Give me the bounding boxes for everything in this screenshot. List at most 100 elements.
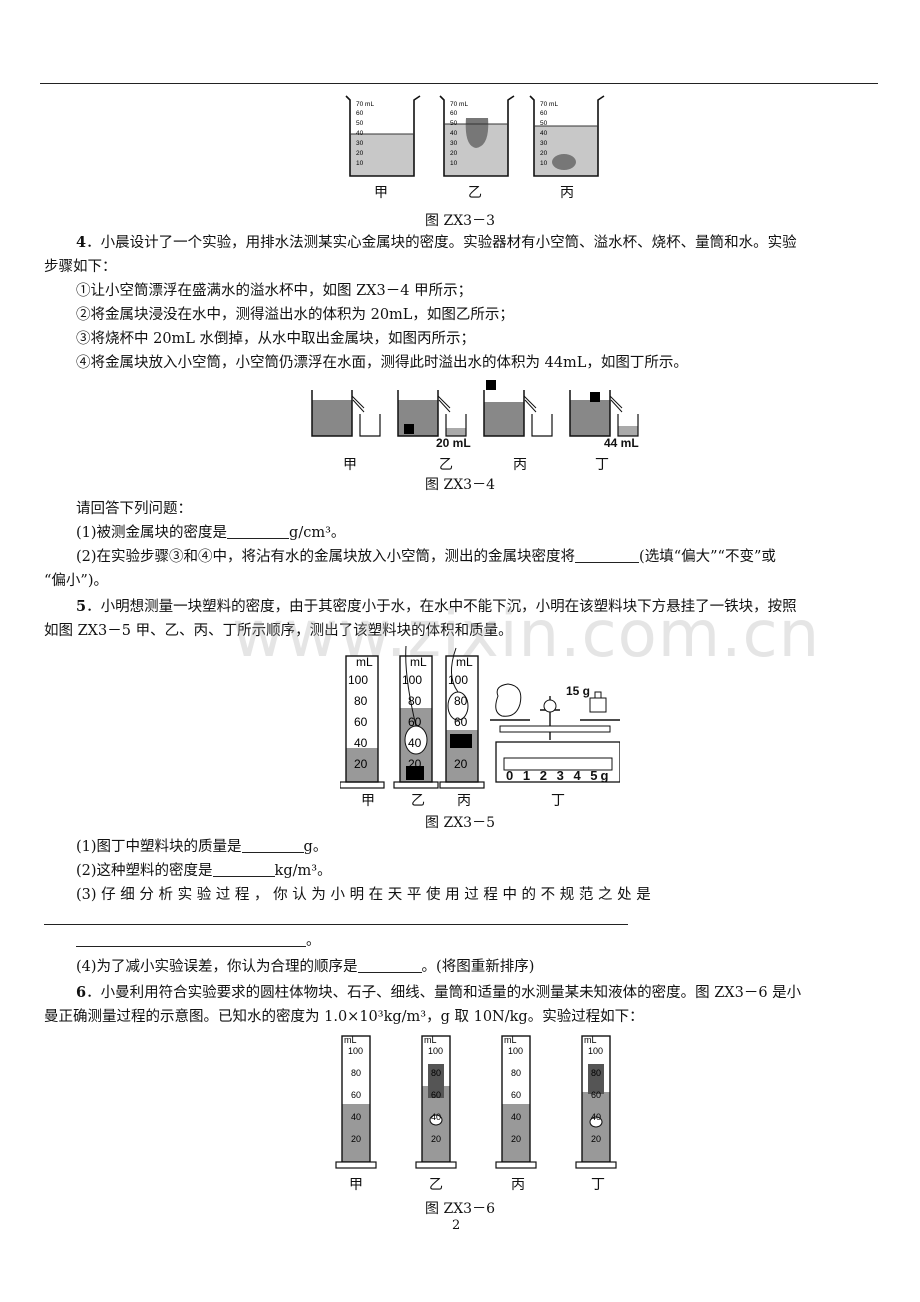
answer-blank[interactable] xyxy=(575,548,640,563)
figure-zx3-6: mL10080604020mL10080604020mL10080604020m… xyxy=(335,1035,617,1169)
q6-line1: 6．小曼利用符合实验要求的圆柱体物块、石子、细线、量筒和适量的水测量某未知液体的… xyxy=(76,984,802,1001)
answer-blank[interactable] xyxy=(227,524,290,539)
q4-vol-d: 44 mL xyxy=(604,436,639,450)
answer-blank[interactable] xyxy=(241,838,304,853)
answer-blank[interactable] xyxy=(212,862,275,877)
q5-line2: 如图 ZX3－5 甲、乙、丙、丁所示顺序，测出了该塑料块的体积和质量。 xyxy=(44,623,513,639)
beaker-tick-label: 10 xyxy=(450,160,458,167)
beaker-tick-label: 40 xyxy=(540,130,548,137)
balance-scale-labels: 0 1 2 3 4 5g xyxy=(506,768,612,783)
cylinder-tick-label: 40 xyxy=(431,1112,441,1122)
balance-ding xyxy=(490,683,620,783)
answer-blank[interactable] xyxy=(76,932,306,947)
fig6-label-jia: 甲 xyxy=(349,1177,363,1193)
q4-step3: ③将烧杯中 20mL 水倒掉，从水中取出金属块，如图丙所示； xyxy=(76,331,476,347)
q4-step1: ①让小空筒漂浮在盛满水的溢水杯中，如图 ZX3－4 甲所示； xyxy=(76,283,473,299)
cylinder-tick-label: 60 xyxy=(454,715,468,729)
cylinder-tick-label: 40 xyxy=(454,736,468,750)
cylinder-tick-label: 80 xyxy=(354,694,368,708)
fig5-label-bing: 丙 xyxy=(457,793,471,809)
beaker-tick-label: 10 xyxy=(356,160,364,167)
beaker-tick-label: 10 xyxy=(540,160,548,167)
cylinder-tick-label: 80 xyxy=(431,1068,441,1078)
beaker-tick-label: 60 xyxy=(540,110,548,117)
beaker-yi xyxy=(439,95,515,177)
watermark: www.zixin.com.cn xyxy=(232,598,821,672)
q5-sub3-line2: 。 xyxy=(76,930,321,952)
beaker-tick-label: 40 xyxy=(450,130,458,137)
beaker-tick-label: 60 xyxy=(450,110,458,117)
cylinder-unit-label: mL xyxy=(410,655,427,669)
cylinder-tick-label: 40 xyxy=(591,1112,601,1122)
page-number: 2 xyxy=(452,1218,461,1233)
cylinder-tick-label: 60 xyxy=(511,1090,521,1100)
cylinder-bing xyxy=(439,647,485,789)
cylinder-jia xyxy=(340,655,385,789)
beaker-unit-label: 70 mL xyxy=(540,101,558,108)
q4-vol-b: 20 mL xyxy=(436,436,471,450)
cylinder-unit-label: mL xyxy=(344,1035,357,1045)
cylinder6-yi xyxy=(415,1035,457,1169)
cylinder-unit-label: mL xyxy=(504,1035,517,1045)
fig6-label-bing: 丙 xyxy=(511,1177,525,1193)
q5-sub4: (4)为了减小实验误差，你认为合理的顺序是。(将图重新排序) xyxy=(76,958,535,975)
q6-line2: 曼正确测量过程的示意图。已知水的密度为 1.0×10³kg/m³，g 取 10N… xyxy=(44,1009,644,1025)
cylinder-tick-label: 20 xyxy=(354,757,368,771)
beaker-tick-label: 40 xyxy=(356,130,364,137)
fig3-label-jia: 甲 xyxy=(374,185,388,201)
q5-weight-label: 15 g xyxy=(566,684,591,698)
cylinder-tick-label: 80 xyxy=(511,1068,521,1078)
fig5-label-ding: 丁 xyxy=(551,793,565,809)
fig4-caption: 图 ZX3－4 xyxy=(425,477,495,493)
figure-zx3-4 xyxy=(311,380,639,437)
q4-answer-prompt: 请回答下列问题： xyxy=(76,501,192,517)
cylinder-tick-label: 100 xyxy=(402,673,422,687)
fig5-caption: 图 ZX3－5 xyxy=(425,815,495,831)
cylinder-tick-label: 40 xyxy=(351,1112,361,1122)
cylinder6-ding xyxy=(575,1035,617,1169)
q4-intro-line1: 4．小晨设计了一个实验，用排水法测某实心金属块的密度。实验器材有小空筒、溢水杯、… xyxy=(76,234,797,251)
cylinder-tick-label: 80 xyxy=(591,1068,601,1078)
fig4-label-bing: 丙 xyxy=(513,457,527,473)
fig5-label-yi: 乙 xyxy=(411,793,425,809)
cylinder-yi xyxy=(393,646,439,789)
fig4-label-ding: 丁 xyxy=(595,457,609,473)
cylinder-tick-label: 20 xyxy=(511,1134,521,1144)
fig6-label-ding: 丁 xyxy=(591,1177,605,1193)
header-rule xyxy=(40,83,878,84)
overflow-cup-ding xyxy=(569,390,639,437)
cylinder-tick-label: 40 xyxy=(354,736,368,750)
fig5-label-jia: 甲 xyxy=(361,793,375,809)
cylinder-unit-label: mL xyxy=(584,1035,597,1045)
cylinder-tick-label: 20 xyxy=(591,1134,601,1144)
beaker-tick-label: 20 xyxy=(540,150,548,157)
cylinder-tick-label: 80 xyxy=(454,694,468,708)
cylinder-tick-label: 40 xyxy=(511,1112,521,1122)
fig3-label-bing: 丙 xyxy=(560,185,574,201)
fig3-caption: 图 ZX3－3 xyxy=(425,213,495,229)
cylinder-tick-label: 60 xyxy=(431,1090,441,1100)
answer-blank[interactable] xyxy=(44,910,628,925)
cylinder-tick-label: 80 xyxy=(351,1068,361,1078)
cylinder6-jia xyxy=(335,1035,377,1169)
beaker-tick-label: 50 xyxy=(540,120,548,127)
cylinder-unit-label: mL xyxy=(456,655,473,669)
answer-blank[interactable] xyxy=(357,958,422,973)
fig4-label-yi: 乙 xyxy=(439,457,453,473)
cylinder-tick-label: 100 xyxy=(448,673,468,687)
cylinder-tick-label: 20 xyxy=(431,1134,441,1144)
q4-sub2: (2)在实验步骤③和④中，将沾有水的金属块放入小空筒，测出的金属块密度将(选填“… xyxy=(76,548,776,565)
beaker-tick-label: 30 xyxy=(540,140,548,147)
fig6-label-yi: 乙 xyxy=(429,1177,443,1193)
cylinder-tick-label: 100 xyxy=(508,1046,523,1056)
beaker-unit-label: 70 mL xyxy=(356,101,374,108)
q4-intro-line2: 步骤如下： xyxy=(44,259,117,275)
cylinder-unit-label: mL xyxy=(424,1035,437,1045)
beaker-jia xyxy=(345,95,421,177)
cylinder-tick-label: 60 xyxy=(351,1090,361,1100)
q4-sub2-cont: “偏小”)。 xyxy=(44,573,108,589)
